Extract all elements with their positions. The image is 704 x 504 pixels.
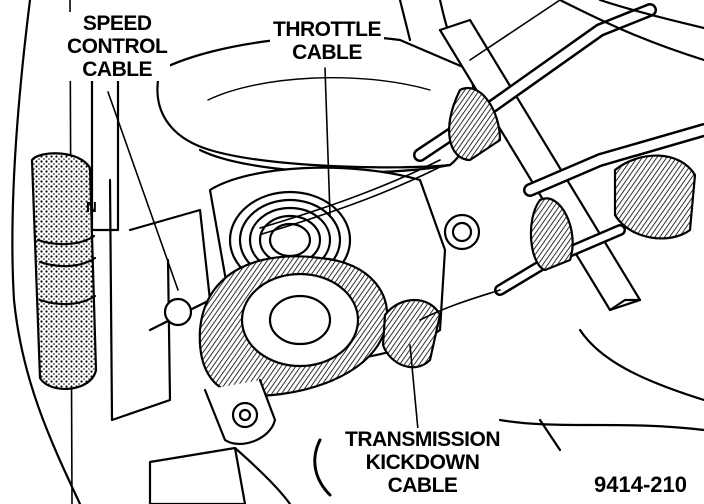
kickdown-cable — [419, 289, 501, 321]
left-body-panel — [11, 0, 82, 504]
throttle-cable — [259, 159, 441, 229]
throttle-leader — [324, 67, 331, 216]
throttle-cable-label: THROTTLE CABLE — [270, 18, 384, 64]
bottom-connector — [148, 446, 247, 504]
figure-number: 9414-210 — [591, 472, 690, 498]
marker-letter: N — [86, 199, 97, 216]
mounting-bolt — [443, 213, 481, 251]
lever-bolt — [231, 401, 259, 429]
speed-control-cable-label: SPEED CONTROL CABLE — [64, 12, 171, 81]
left-hose — [30, 152, 98, 390]
kickdown-leader — [409, 344, 419, 431]
throttle-lever — [198, 255, 389, 397]
transmission-kickdown-cable-label: TRANSMISSION KICKDOWN CABLE — [342, 428, 504, 497]
speed-control-leader — [107, 91, 179, 291]
